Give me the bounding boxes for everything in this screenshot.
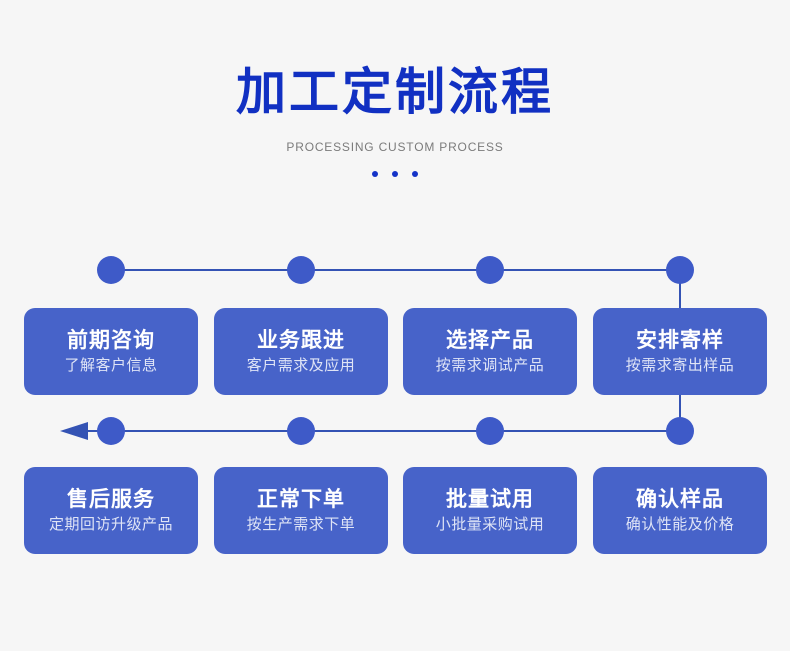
step-box-batch-trial: 批量试用 小批量采购试用 [403,467,577,554]
flow-node [97,256,125,284]
step-desc: 按需求调试产品 [435,357,545,374]
step-title: 售后服务 [67,488,155,511]
flow-line-top [112,269,680,271]
flow-node [287,417,315,445]
step-box-send-sample: 安排寄样 按需求寄出样品 [593,308,767,395]
step-box-place-order: 正常下单 按生产需求下单 [214,467,388,554]
step-desc: 按需求寄出样品 [625,357,735,374]
flow-node [97,417,125,445]
flow-line-bottom [78,430,680,432]
page-title: 加工定制流程 [236,64,554,120]
step-desc: 确认性能及价格 [625,516,735,533]
step-box-follow-up: 业务跟进 客户需求及应用 [214,308,388,395]
dot-icon [412,171,418,177]
step-desc: 客户需求及应用 [246,357,356,374]
step-title: 前期咨询 [67,329,155,352]
flow-node [666,256,694,284]
step-box-confirm-sample: 确认样品 确认性能及价格 [593,467,767,554]
step-desc: 了解客户信息 [64,357,158,374]
dots-decoration [0,171,790,177]
step-box-consultation: 前期咨询 了解客户信息 [24,308,198,395]
flow-node [666,417,694,445]
step-desc: 按生产需求下单 [246,516,356,533]
step-box-after-sales: 售后服务 定期回访升级产品 [24,467,198,554]
step-title: 业务跟进 [257,329,345,352]
arrow-left-icon [60,422,88,440]
step-title: 批量试用 [446,488,534,511]
step-title: 选择产品 [446,329,534,352]
step-title: 正常下单 [257,488,345,511]
step-box-select-product: 选择产品 按需求调试产品 [403,308,577,395]
page-subtitle: PROCESSING CUSTOM PROCESS [286,140,504,154]
step-desc: 小批量采购试用 [435,516,545,533]
flow-node [287,256,315,284]
dot-icon [372,171,378,177]
step-desc: 定期回访升级产品 [48,516,173,533]
step-title: 安排寄样 [636,329,724,352]
flow-node [476,417,504,445]
dot-icon [392,171,398,177]
step-title: 确认样品 [636,488,724,511]
flow-node [476,256,504,284]
